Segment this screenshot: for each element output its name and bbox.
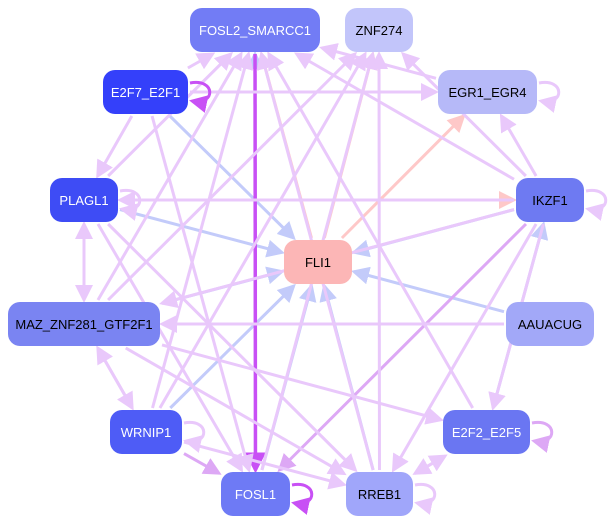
- node-label: FOSL2_SMARCC1: [199, 22, 311, 38]
- node-plagl1[interactable]: PLAGL1: [50, 178, 118, 222]
- node-maz-znf281-gtf2f1[interactable]: MAZ_ZNF281_GTF2F1: [8, 302, 160, 346]
- node-label: WRNIP1: [120, 424, 172, 440]
- edge-RREB1-to-E2F2_E2F5: [414, 454, 448, 475]
- edge-EGR1_EGR4-to-FOSL2_SMARCC1: [319, 43, 437, 80]
- node-ikzf1[interactable]: IKZF1: [516, 178, 584, 222]
- edge-FLI1-to-EGR1_EGR4: [340, 113, 466, 240]
- self-loop-FOSL1: [291, 482, 314, 515]
- node-label: PLAGL1: [59, 192, 109, 208]
- edge-E2F2_E2F5-to-FOSL2_SMARCC1: [267, 51, 474, 409]
- self-loop-RREB1: [414, 482, 437, 515]
- edge-E2F7_E2F1-to-FOSL1: [150, 115, 254, 473]
- self-loop-IKZF1: [585, 188, 608, 221]
- node-fli1[interactable]: FLI1: [284, 240, 352, 284]
- node-egr1-egr4[interactable]: EGR1_EGR4: [438, 70, 537, 114]
- node-label: IKZF1: [532, 192, 568, 208]
- edge-PLAGL1-to-FOSL1: [96, 223, 244, 473]
- node-label: ZNF274: [355, 22, 403, 38]
- edge-PLAGL1-to-RREB1: [107, 222, 358, 473]
- edge-MAZ_ZNF281_GTF2F1-to-WRNIP1: [96, 347, 134, 411]
- edge-MAZ_ZNF281_GTF2F1-to-RREB1: [124, 346, 347, 476]
- node-znf274[interactable]: ZNF274: [345, 8, 413, 52]
- node-fosl1[interactable]: FOSL1: [221, 472, 290, 516]
- node-aauacug[interactable]: AAUACUG: [506, 302, 594, 346]
- self-loop-PLAGL1: [119, 188, 142, 221]
- edge-E2F7_E2F1-to-PLAGL1: [96, 115, 134, 179]
- edge-IKZF1-to-FOSL1: [277, 222, 528, 473]
- edge-IKZF1-to-RREB1: [391, 223, 538, 473]
- node-label: FOSL1: [234, 486, 277, 502]
- edge-WRNIP1-to-FOSL1: [183, 452, 222, 475]
- edge-AAUACUG-to-FLI1: [351, 266, 505, 314]
- node-label: EGR1_EGR4: [448, 84, 527, 100]
- edge-WRNIP1-to-FOSL2_SMARCC1: [151, 51, 254, 409]
- edge-PLAGL1-to-FOSL2_SMARCC1: [107, 51, 233, 178]
- node-label: E2F7_E2F1: [110, 84, 181, 100]
- node-label: AAUACUG: [517, 316, 583, 332]
- self-loop-WRNIP1: [183, 420, 206, 453]
- self-loop-E2F7_E2F1: [189, 80, 212, 113]
- edge-WRNIP1-to-RREB1: [183, 440, 347, 490]
- self-loop-EGR1_EGR4: [538, 80, 561, 113]
- node-label: E2F2_E2F5: [451, 424, 522, 440]
- self-loop-E2F2_E2F5: [531, 420, 554, 453]
- edge-IKZF1-to-EGR1_EGR4: [499, 113, 538, 177]
- edge-MAZ_ZNF281_GTF2F1-to-E2F2_E2F5: [161, 343, 444, 425]
- node-label: RREB1: [357, 486, 402, 502]
- node-rreb1[interactable]: RREB1: [346, 472, 413, 516]
- edge-E2F7_E2F1-to-FOSL2_SMARCC1: [187, 52, 216, 70]
- node-label: FLI1: [304, 254, 331, 270]
- node-fosl2-smarcc1[interactable]: FOSL2_SMARCC1: [190, 8, 320, 52]
- edge-WRNIP1-to-ZNF274: [158, 51, 367, 409]
- node-e2f7-e2f1[interactable]: E2F7_E2F1: [103, 70, 188, 114]
- node-wrnip1[interactable]: WRNIP1: [110, 410, 182, 454]
- node-label: MAZ_ZNF281_GTF2F1: [15, 316, 153, 332]
- edge-MAZ_ZNF281_GTF2F1-to-ZNF274: [107, 51, 358, 302]
- node-e2f2-e2f5[interactable]: E2F2_E2F5: [443, 410, 530, 454]
